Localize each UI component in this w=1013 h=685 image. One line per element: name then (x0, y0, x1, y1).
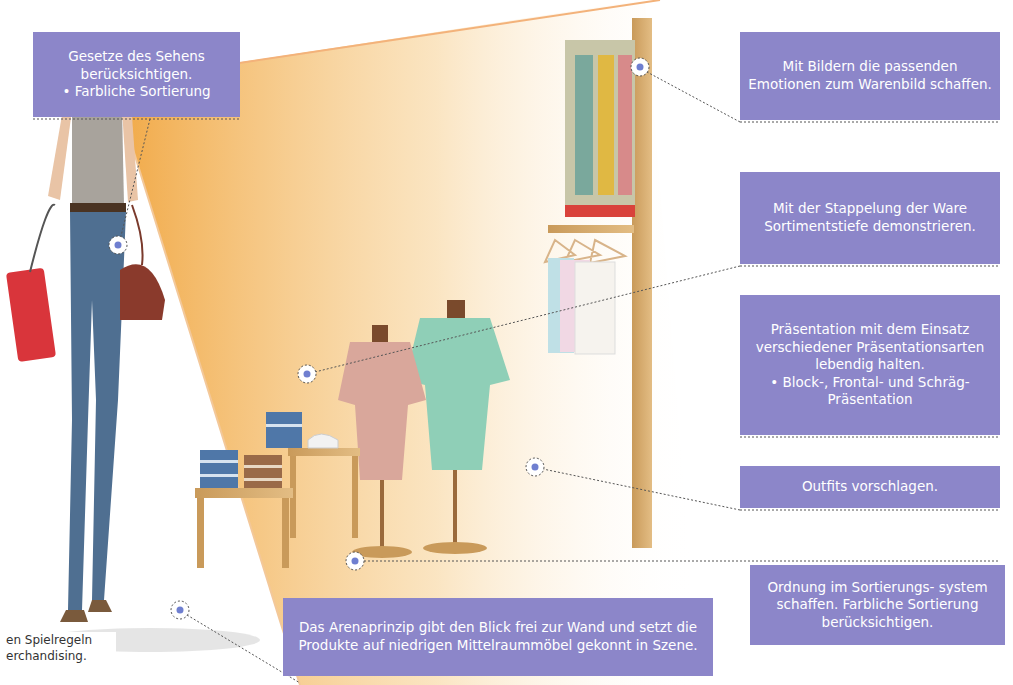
mannequins (338, 300, 510, 558)
box-text: Das Arenaprinzip gibt den Blick frei zur… (291, 619, 705, 654)
box-text: Outfits vorschlagen. (748, 478, 992, 496)
callout-dots (109, 58, 649, 619)
info-box: Gesetze des Sehens berücksichtigen.• Far… (33, 32, 240, 117)
box-text: Gesetze des Sehens berücksichtigen. (41, 48, 232, 83)
wall-fixture (545, 18, 652, 548)
sight-edge (112, 82, 300, 685)
info-box: Mit Bildern die passenden Emotionen zum … (740, 32, 1000, 120)
box-text: Mit Bildern die passenden Emotionen zum … (748, 58, 992, 93)
info-box: Das Arenaprinzip gibt den Blick frei zur… (283, 598, 713, 676)
info-box: Outfits vorschlagen. (740, 466, 1000, 508)
info-box: Präsentation mit dem Einsatz verschieden… (740, 295, 1000, 435)
box-text: • Farbliche Sortierung (41, 83, 232, 101)
tables (195, 412, 360, 568)
shopper (6, 44, 260, 652)
box-text: Präsentation mit dem Einsatz verschieden… (748, 321, 992, 374)
info-box: Mit der Stappelung der Ware Sortimentsti… (740, 172, 1000, 264)
box-text: Ordnung im Sortierungs- system schaffen.… (758, 579, 997, 632)
leader-lines (33, 72, 1000, 683)
box-text: Mit der Stappelung der Ware Sortimentsti… (748, 200, 992, 235)
info-box: Ordnung im Sortierungs- system schaffen.… (750, 565, 1005, 645)
caption: en Spielregeln erchandising. (6, 632, 116, 664)
box-text: • Block-, Frontal- und Schräg-Präsentati… (748, 374, 992, 409)
